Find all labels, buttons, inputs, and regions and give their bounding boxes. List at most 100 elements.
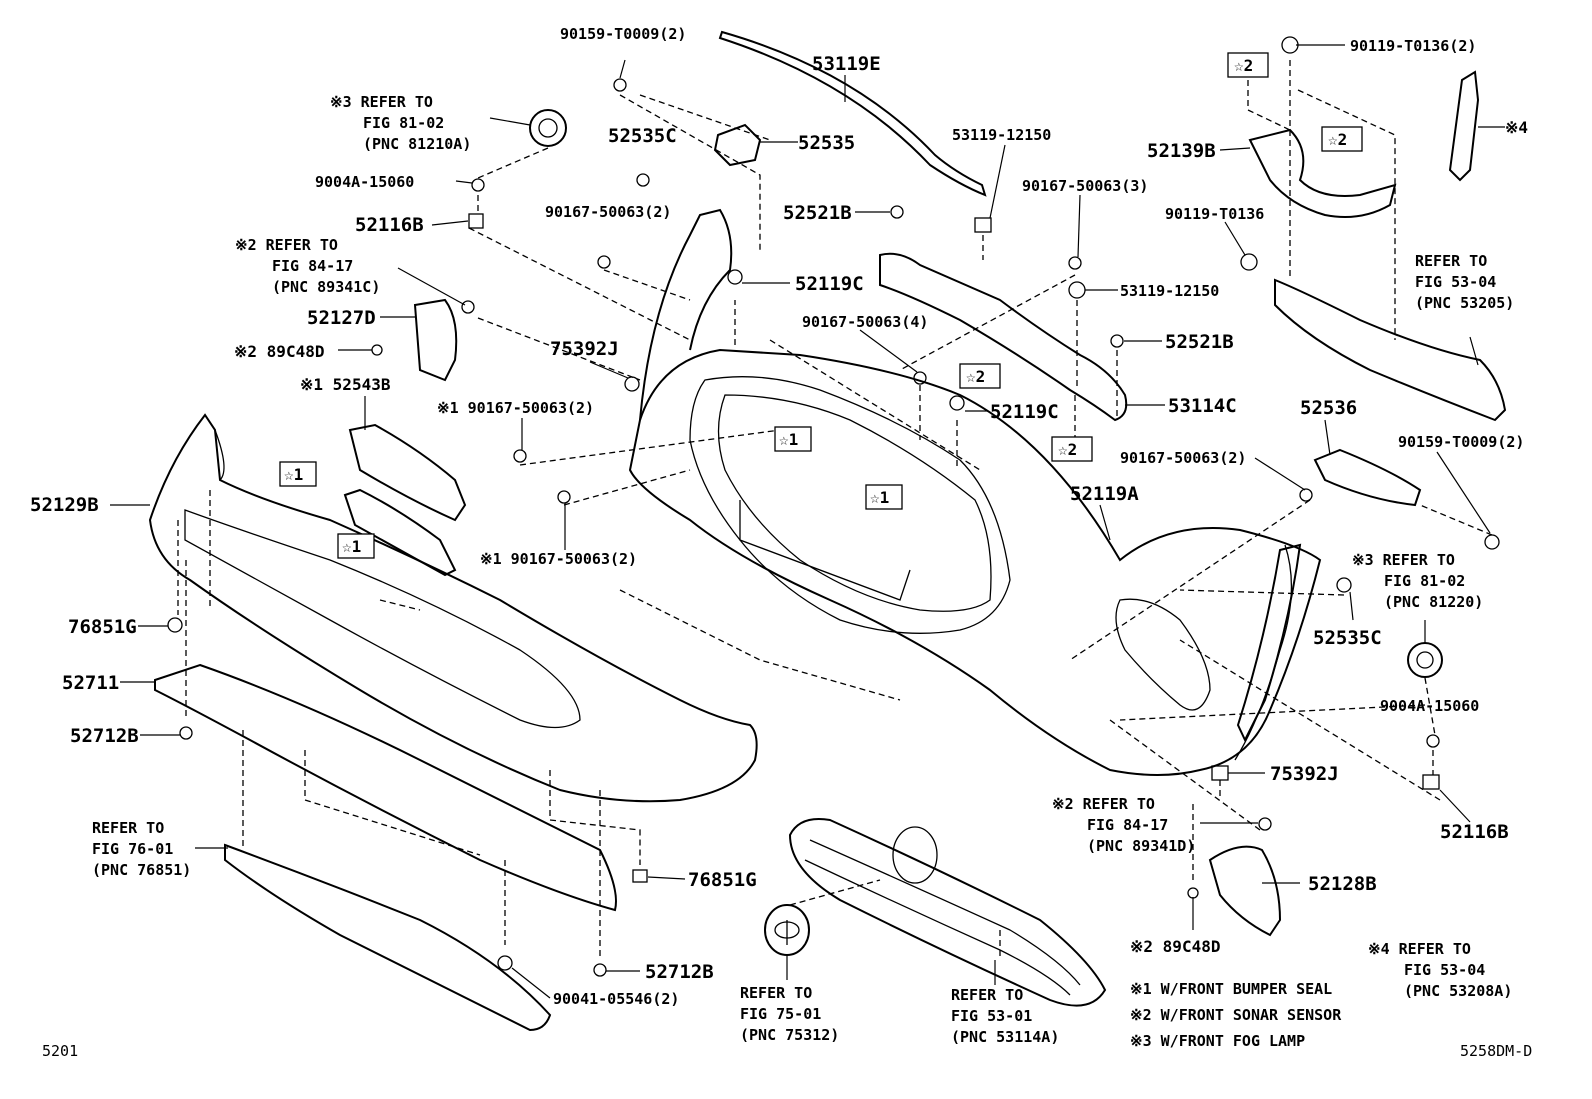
label-ref-81-02-b: FIG 81-02 bbox=[1384, 572, 1465, 590]
bracket-52127d bbox=[413, 298, 458, 382]
label-53119e: 53119E bbox=[812, 53, 881, 75]
label-52543b: ※1 52543B bbox=[300, 375, 391, 394]
label-ref-53-04-a: (PNC 53205) bbox=[1415, 294, 1514, 312]
label-ref-53-04-b: ※4 REFER TO bbox=[1368, 940, 1471, 958]
label-52127d: 52127D bbox=[307, 307, 376, 329]
label-ref-84-17-c: ※2 REFER TO bbox=[235, 236, 338, 254]
side-retainer-right bbox=[1236, 543, 1302, 743]
part-labels: 90159-T0009(2) 53119E 90119-T0136(2) 525… bbox=[30, 25, 1528, 1046]
label-90041: 90041-05546(2) bbox=[553, 990, 679, 1008]
label-ref-75-01: FIG 75-01 bbox=[740, 1005, 821, 1023]
label-52521b-top: 52521B bbox=[783, 202, 852, 224]
label-90167-50063-3: 90167-50063(3) bbox=[1022, 177, 1148, 195]
fog-lamp-right bbox=[1407, 642, 1443, 678]
label-s4-top: ※4 bbox=[1505, 118, 1528, 137]
label-ref-53-04-b: FIG 53-04 bbox=[1404, 961, 1485, 979]
label-52119c-top: 52119C bbox=[795, 273, 864, 295]
lower-bumper-52129b bbox=[148, 413, 758, 803]
legend-notes: ※1 W/FRONT BUMPER SEAL ※2 W/FRONT SONAR … bbox=[1130, 980, 1342, 1050]
fog-lamp-left bbox=[529, 109, 567, 147]
label-52711: 52711 bbox=[62, 672, 119, 694]
label-ref-81-02-a: ※3 REFER TO bbox=[330, 93, 433, 111]
label-ref-81-02-b: (PNC 81220) bbox=[1384, 593, 1483, 611]
label-52712b-bottom: 52712B bbox=[645, 961, 714, 983]
label-ref-76-01: FIG 76-01 bbox=[92, 840, 173, 858]
bracket-52128b bbox=[1208, 845, 1282, 937]
star-marker: ☆1 bbox=[870, 488, 889, 507]
page-id: 5201 bbox=[42, 1042, 78, 1060]
label-52128b: 52128B bbox=[1308, 873, 1377, 895]
label-ref-53-04-a: FIG 53-04 bbox=[1415, 273, 1496, 291]
retainer-52543b bbox=[348, 423, 467, 522]
label-75392j-top: 75392J bbox=[550, 338, 619, 360]
note-2: ※2 W/FRONT SONAR SENSOR bbox=[1130, 1006, 1342, 1024]
star-marker: ☆1 bbox=[284, 465, 303, 484]
label-52536: 52536 bbox=[1300, 397, 1357, 419]
star-marker: ☆2 bbox=[1328, 130, 1347, 149]
label-53114c: 53114C bbox=[1168, 395, 1237, 417]
label-52119c-mid: 52119C bbox=[990, 401, 1059, 423]
label-89c48d-bottom: ※2 89C48D bbox=[1130, 937, 1220, 956]
label-53119-12150-top: 53119-12150 bbox=[952, 126, 1051, 144]
star-markers: ☆2 ☆2 ☆2 ☆2 ☆1 ☆1 ☆1 ☆1 bbox=[279, 52, 1363, 559]
label-ref-53-04-a: REFER TO bbox=[1415, 252, 1487, 270]
frame-53205 bbox=[1274, 278, 1507, 422]
label-ref-76-01: REFER TO bbox=[92, 819, 164, 837]
star-marker: ☆2 bbox=[966, 367, 985, 386]
label-90167-50063-2-top: 90167-50063(2) bbox=[545, 203, 671, 221]
label-9004a-left: 9004A-15060 bbox=[315, 173, 414, 191]
diagram-id: 5258DM-D bbox=[1460, 1042, 1532, 1060]
label-52535: 52535 bbox=[798, 132, 855, 154]
label-ref-81-02-a: FIG 81-02 bbox=[363, 114, 444, 132]
label-89c48d-left: ※2 89C48D bbox=[234, 342, 324, 361]
label-90167-50063-2-s1: ※1 90167-50063(2) bbox=[437, 399, 594, 417]
star-marker: ☆2 bbox=[1234, 56, 1253, 75]
label-ref-81-02-b: ※3 REFER TO bbox=[1352, 551, 1455, 569]
label-52116b-left: 52116B bbox=[355, 214, 424, 236]
label-90167-50063-2-right: 90167-50063(2) bbox=[1120, 449, 1246, 467]
label-ref-81-02-a: (PNC 81210A) bbox=[363, 135, 471, 153]
label-ref-53-01: FIG 53-01 bbox=[951, 1007, 1032, 1025]
seal-bracket bbox=[343, 488, 457, 577]
note-1: ※1 W/FRONT BUMPER SEAL bbox=[1130, 980, 1332, 998]
garnish-52711 bbox=[154, 663, 617, 912]
label-52119a: 52119A bbox=[1070, 483, 1139, 505]
label-52139b: 52139B bbox=[1147, 140, 1216, 162]
bracket-53208a bbox=[1448, 70, 1480, 182]
label-ref-84-17-d: ※2 REFER TO bbox=[1052, 795, 1155, 813]
label-ref-75-01: (PNC 75312) bbox=[740, 1026, 839, 1044]
star-marker: ☆2 bbox=[1058, 440, 1077, 459]
support-52139b bbox=[1248, 128, 1397, 218]
label-75392j-bottom: 75392J bbox=[1270, 763, 1339, 785]
label-ref-84-17-c: (PNC 89341C) bbox=[272, 278, 380, 296]
star-marker: ☆1 bbox=[779, 430, 798, 449]
label-ref-84-17-d: FIG 84-17 bbox=[1087, 816, 1168, 834]
label-90119-t0136-2: 90119-T0136(2) bbox=[1350, 37, 1476, 55]
label-90119-t0136: 90119-T0136 bbox=[1165, 205, 1264, 223]
label-ref-76-01: (PNC 76851) bbox=[92, 861, 191, 879]
label-90159-t0009-top: 90159-T0009(2) bbox=[560, 25, 686, 43]
molding-53119e bbox=[718, 30, 987, 197]
reinforcement-53114c bbox=[879, 252, 1128, 422]
label-52116b-right: 52116B bbox=[1440, 821, 1509, 843]
label-ref-53-04-b: (PNC 53208A) bbox=[1404, 982, 1512, 1000]
label-52521b-right: 52521B bbox=[1165, 331, 1234, 353]
label-ref-75-01: REFER TO bbox=[740, 984, 812, 1002]
assembly-lines bbox=[177, 60, 1493, 960]
label-ref-84-17-d: (PNC 89341D) bbox=[1087, 837, 1195, 855]
label-9004a-right: 9004A-15060 bbox=[1380, 697, 1479, 715]
label-52535c-top: 52535C bbox=[608, 125, 677, 147]
retainer-52536 bbox=[1313, 448, 1422, 507]
emblem-75312 bbox=[764, 904, 810, 956]
label-ref-84-17-c: FIG 84-17 bbox=[272, 257, 353, 275]
bracket-52535 bbox=[713, 123, 762, 167]
label-ref-53-01: REFER TO bbox=[951, 986, 1023, 1004]
label-76851g-left: 76851G bbox=[68, 616, 137, 638]
label-52712b-left: 52712B bbox=[70, 725, 139, 747]
grille-53114a bbox=[788, 818, 1107, 1007]
label-90159-t0009-right: 90159-T0009(2) bbox=[1398, 433, 1524, 451]
lower-strip bbox=[224, 843, 552, 1032]
label-90167-50063-4: 90167-50063(4) bbox=[802, 313, 928, 331]
label-ref-53-01: (PNC 53114A) bbox=[951, 1028, 1059, 1046]
